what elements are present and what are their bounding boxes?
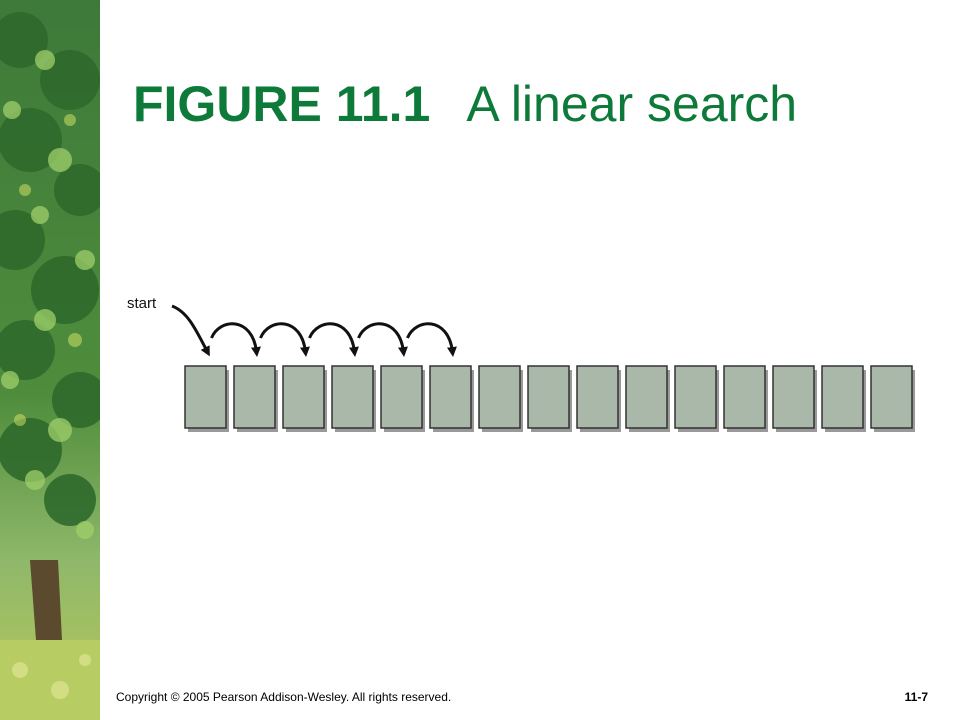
search-step-arrow [171, 304, 210, 357]
array-cell [821, 365, 866, 432]
start-label: start [127, 295, 157, 312]
array-cell [674, 365, 719, 432]
array-cell [576, 365, 621, 432]
copyright-footer: Copyright © 2005 Pearson Addison-Wesley.… [116, 690, 452, 704]
array-cell [331, 365, 376, 432]
array-cell [429, 365, 474, 432]
array-cell [380, 365, 425, 432]
array-cell [723, 365, 768, 432]
array-cell [870, 365, 915, 432]
array-cell [478, 365, 523, 432]
figure-number: FIGURE 11.1 [133, 76, 431, 132]
array-cell [527, 365, 572, 432]
search-step-arrow [357, 322, 408, 357]
search-step-arrow [210, 322, 261, 357]
array-cell [233, 365, 278, 432]
figure-caption: A linear search [466, 76, 798, 132]
page-number: 11-7 [904, 690, 928, 704]
search-step-arrow [406, 322, 457, 357]
array-cell [282, 365, 327, 432]
slide-title: FIGURE 11.1 A linear search [133, 72, 797, 136]
search-step-arrow [259, 322, 310, 357]
search-step-arrow [308, 322, 359, 357]
array-cell [184, 365, 229, 432]
array-cell [772, 365, 817, 432]
array-cell [625, 365, 670, 432]
tree-photo-sidebar [0, 0, 100, 720]
